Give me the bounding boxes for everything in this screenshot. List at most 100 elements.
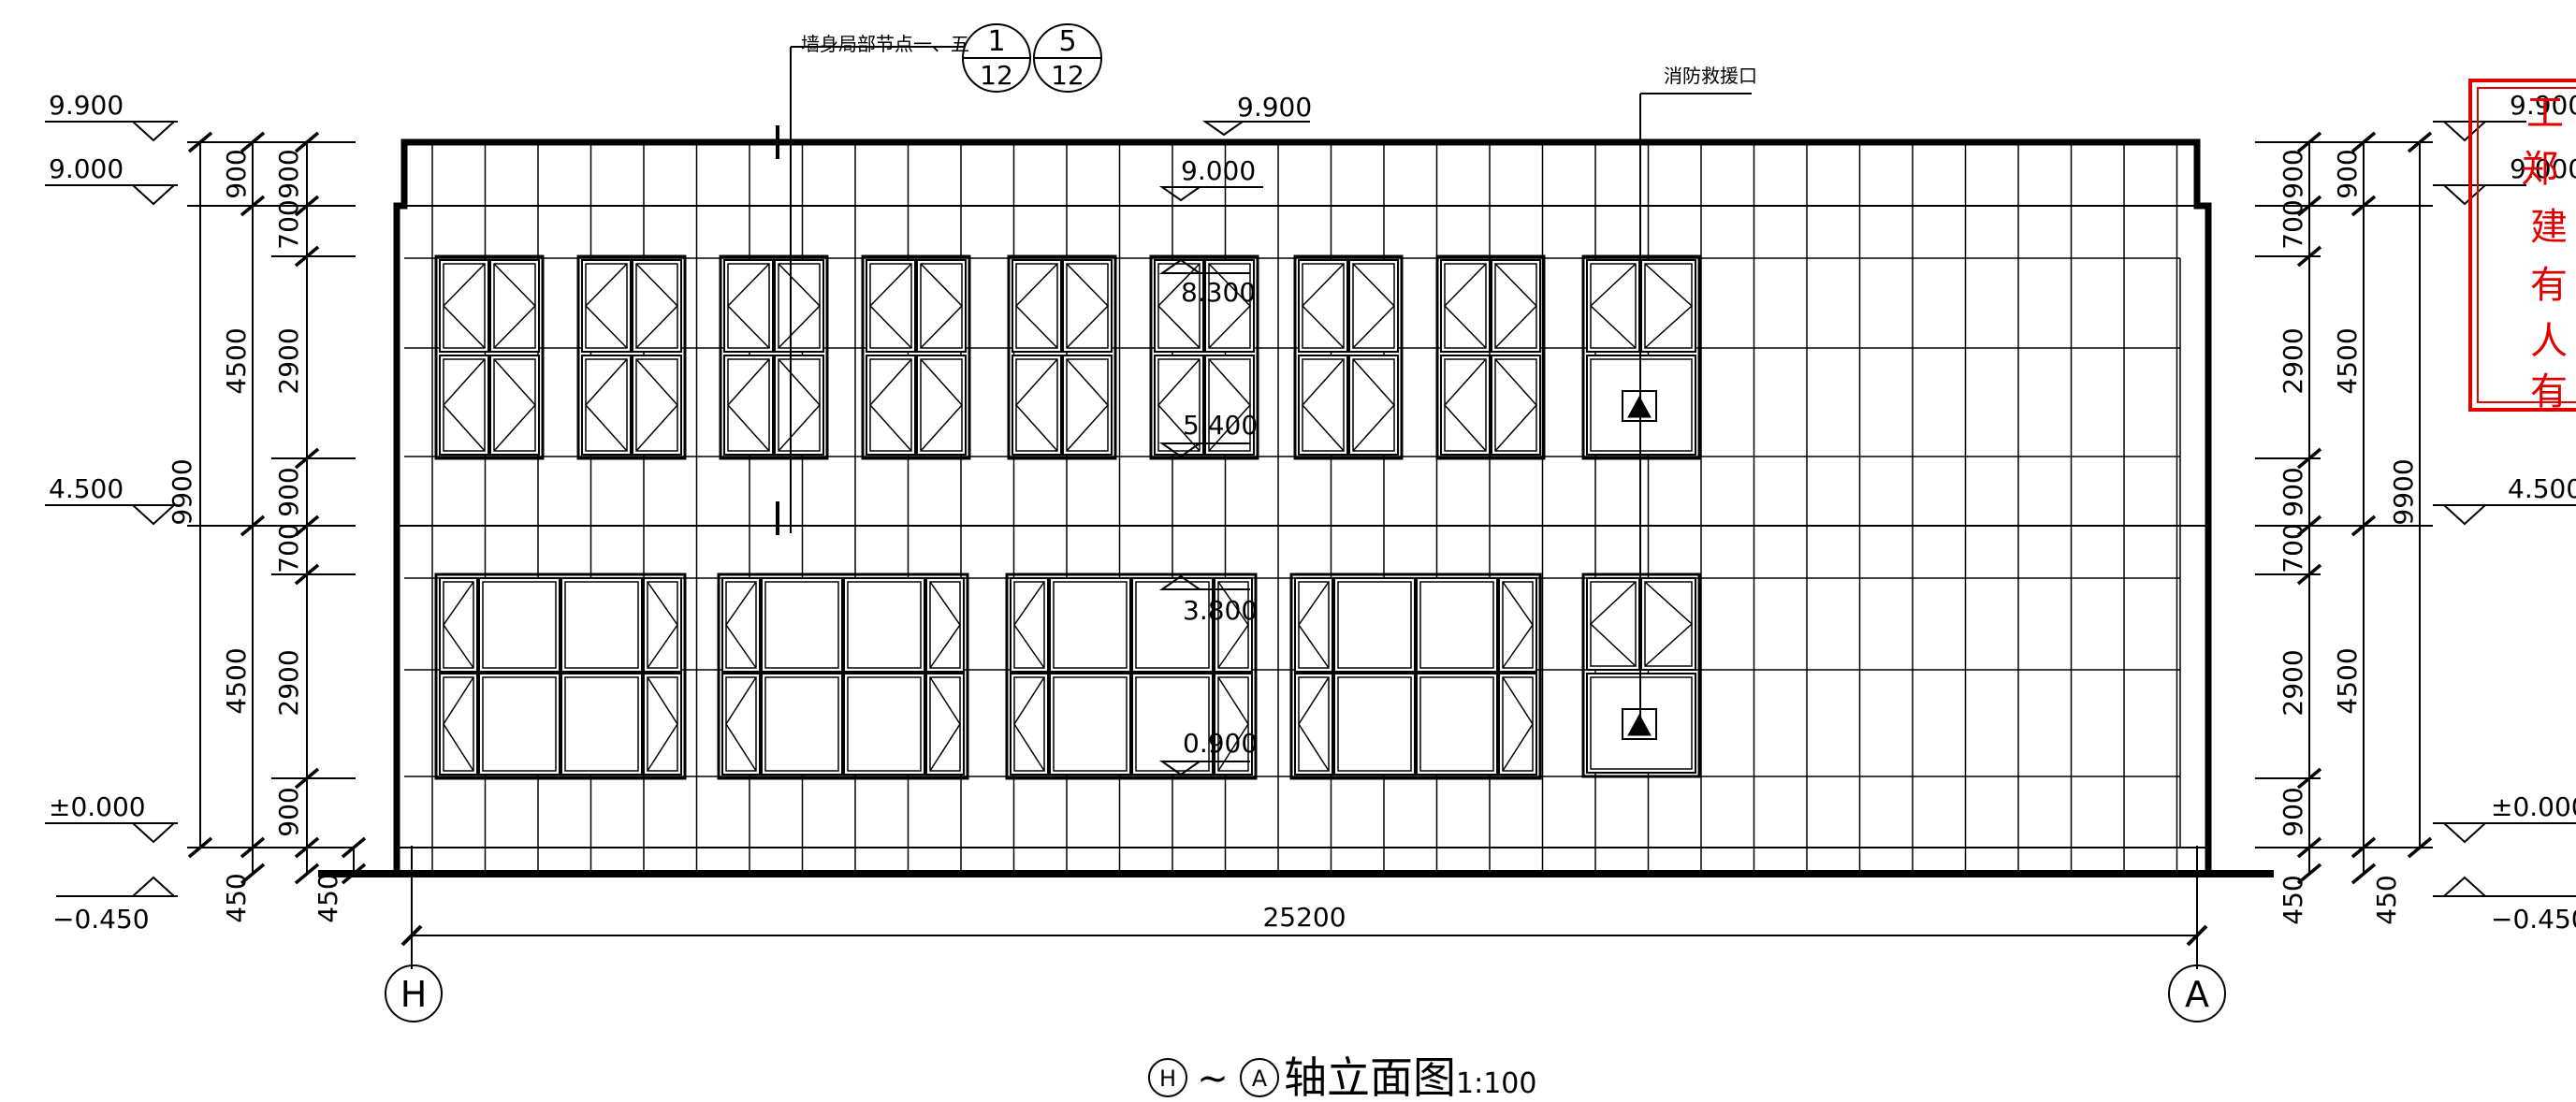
window-sash — [1498, 577, 1537, 673]
window-sash — [1491, 355, 1541, 456]
window-sash — [1333, 673, 1416, 776]
window-opening-mark — [1589, 263, 1637, 349]
window-sash — [439, 355, 489, 456]
inner-level-900: 0.900 — [1158, 728, 1258, 776]
inner-level-marks: 9.900 9.000 8.300 5.400 3.800 0.900 — [1158, 92, 1312, 776]
dim-right-fine-tick — [2296, 863, 2322, 885]
dim-right-700-mid: 700 — [2278, 523, 2308, 573]
window-sash — [643, 577, 682, 673]
window-opening-mark — [1494, 263, 1538, 349]
window-sash — [843, 673, 925, 776]
left-level-4500: 4.500 — [49, 473, 124, 504]
window-sash — [1011, 355, 1062, 456]
window-opening-mark — [1494, 358, 1538, 452]
window-sash-inner — [1135, 676, 1210, 772]
window-frame — [1149, 254, 1259, 460]
right-mid-dims: 900 4500 4500 450 9900 — [2332, 149, 2419, 924]
window-sash — [1294, 577, 1333, 673]
dim-left-700-mid: 700 — [273, 523, 304, 573]
window-sash — [1491, 259, 1541, 353]
window-opening-mark — [920, 263, 964, 349]
window-sash — [581, 259, 632, 353]
overall-dimension-label: 25200 — [1262, 902, 1346, 933]
window-sash — [1062, 259, 1113, 353]
stamp-char-3: 建 — [2530, 206, 2568, 249]
inner-level-900-label: 0.900 — [1183, 728, 1258, 759]
window-sash-inner — [482, 581, 557, 669]
window-sash-inner — [764, 581, 839, 669]
window-opening-mark — [1589, 581, 1637, 667]
window-opening-mark — [647, 581, 678, 669]
dim-left-base-tick — [341, 863, 367, 885]
inner-level-9900-label: 9.900 — [1237, 92, 1312, 123]
window-sash — [1333, 577, 1416, 673]
window-opening-mark — [493, 358, 537, 452]
window-opening-mark — [868, 358, 912, 452]
detail-b-bottom: 12 — [1051, 60, 1084, 91]
window-sash — [439, 577, 478, 673]
window-opening-mark — [1301, 263, 1345, 349]
window-sash — [1204, 259, 1255, 353]
window-sash — [1348, 355, 1399, 456]
window-opening-mark — [868, 263, 912, 349]
window-opening-mark — [442, 263, 486, 349]
inner-level-8300: 8.300 — [1158, 258, 1256, 308]
dim-right-900-top: 900 — [2278, 149, 2308, 198]
dim-left-450-outer: 450 — [221, 873, 252, 922]
left-level-000: ±0.000 — [49, 791, 146, 822]
fire-rescue-callout — [1639, 93, 1752, 730]
window-frame — [434, 254, 545, 460]
window-opening-mark — [584, 263, 628, 349]
window-sash — [866, 259, 916, 353]
window-sash-inner — [1053, 676, 1128, 772]
window-opening-mark — [1644, 263, 1694, 349]
inner-level-9000-label: 9.000 — [1181, 155, 1256, 186]
window-sash — [1011, 259, 1062, 353]
window-opening-mark — [1208, 358, 1252, 452]
window-group — [434, 254, 1701, 780]
window-sash — [1131, 577, 1214, 673]
title-text: 轴立面图 — [1284, 1052, 1456, 1102]
window-sash — [439, 673, 478, 776]
window-sash-inner — [847, 676, 922, 772]
window-sash — [1204, 355, 1255, 456]
window-opening-mark — [1502, 581, 1534, 669]
window-sash — [1640, 577, 1696, 671]
inner-level-5400: 5.400 — [1158, 410, 1258, 458]
left-mid-dims: 900 4500 4500 450 9900 — [167, 149, 252, 922]
dim-left-2900-bottom: 2900 — [273, 649, 304, 716]
window-sash-inner — [764, 676, 839, 772]
dimension-chains — [187, 131, 2433, 885]
window-opening-mark — [778, 263, 822, 349]
window-opening-mark — [725, 581, 757, 669]
window-opening-mark — [493, 263, 537, 349]
window-sash — [478, 673, 560, 776]
window-opening-mark — [929, 581, 961, 669]
stamp-char-1: 工 — [2526, 92, 2564, 135]
window-sash — [761, 577, 843, 673]
left-fine-dims: 900 700 2900 900 700 2900 900 450 — [273, 149, 343, 922]
dim-right-4500-top: 4500 — [2332, 327, 2363, 394]
window-sash-inner — [1337, 676, 1412, 772]
window-sash — [1214, 577, 1253, 673]
dim-left-900-mid: 900 — [273, 467, 304, 516]
window-opening-mark — [1352, 358, 1396, 452]
window-sash — [1416, 673, 1498, 776]
dim-left-900-outer: 900 — [221, 149, 252, 198]
window-opening-mark — [1217, 676, 1249, 772]
dim-right-900-mid: 900 — [2278, 467, 2308, 516]
window-sash — [1298, 355, 1348, 456]
dim-right-450-inner: 450 — [2278, 875, 2308, 924]
window-frame — [717, 573, 969, 780]
inner-level-9900: 9.900 — [1201, 92, 1312, 137]
window-frame — [1435, 254, 1546, 460]
window-frame — [1007, 254, 1117, 460]
window-sash — [1640, 259, 1696, 353]
window-sash — [1154, 259, 1204, 353]
right-level-marks — [2433, 121, 2576, 897]
window-frame — [719, 254, 829, 460]
dim-left-2900-top: 2900 — [273, 327, 304, 394]
overall-dimension-line — [400, 846, 2208, 969]
inner-level-3800-label: 3.800 — [1183, 595, 1258, 626]
